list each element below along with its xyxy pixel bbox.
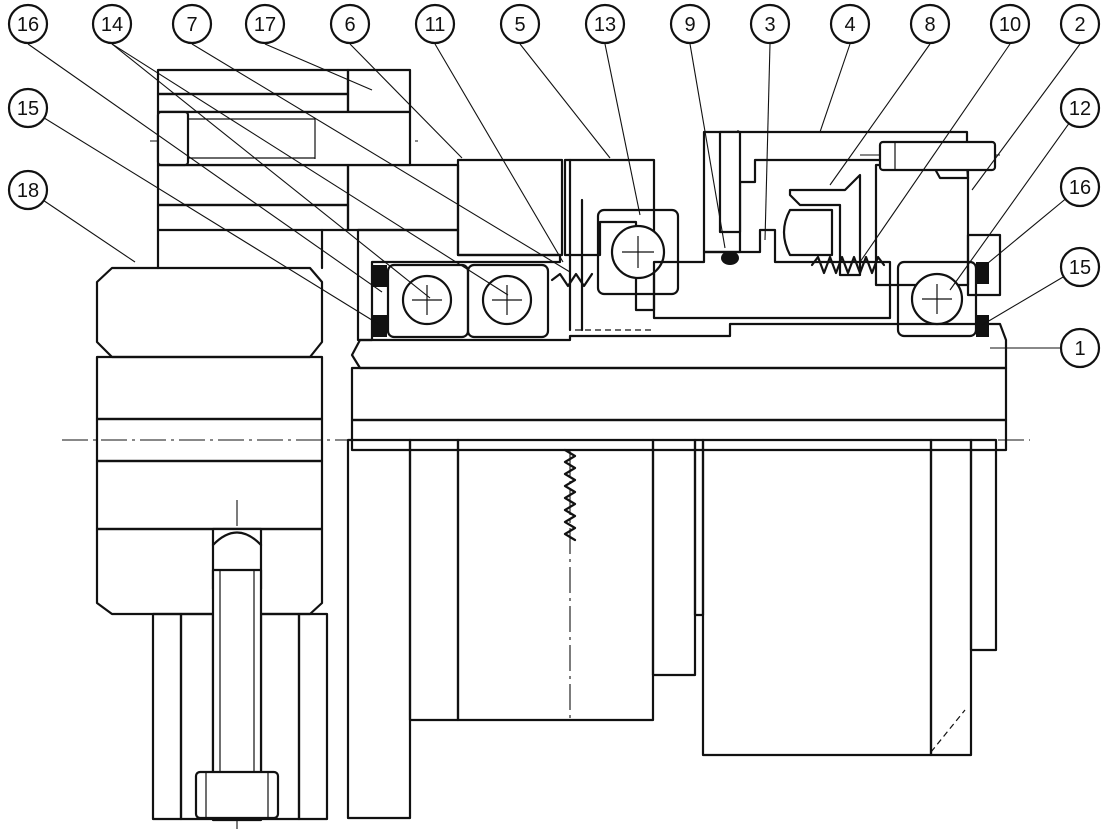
top-flange-bolt [156, 68, 460, 232]
coupling-flange-18 [95, 228, 329, 822]
shaft-1 [350, 322, 1008, 452]
svg-text:4: 4 [844, 14, 855, 36]
svg-text:13: 13 [594, 14, 616, 36]
callout-7: 7 [171, 3, 213, 45]
svg-text:1: 1 [1074, 338, 1085, 360]
svg-text:10: 10 [999, 14, 1021, 36]
svg-text:6: 6 [344, 14, 355, 36]
left-bearings [372, 263, 594, 339]
callout-2: 2 [1059, 3, 1101, 45]
callout-13: 13 [584, 3, 626, 45]
callout-4: 4 [829, 3, 871, 45]
svg-text:17: 17 [254, 14, 276, 36]
svg-text:15: 15 [1069, 257, 1091, 279]
right-bearing [896, 260, 989, 338]
callout-1: 1 [1059, 327, 1101, 369]
callout-12: 12 [1059, 87, 1101, 129]
callout-18: 18 [7, 169, 49, 211]
callout-11: 11 [414, 3, 456, 45]
callout-9: 9 [669, 3, 711, 45]
svg-text:9: 9 [684, 14, 695, 36]
callout-16-right: 16 [1059, 166, 1101, 208]
svg-text:14: 14 [101, 14, 123, 36]
svg-text:15: 15 [17, 98, 39, 120]
svg-text:18: 18 [17, 180, 39, 202]
callout-14: 14 [91, 3, 133, 45]
svg-text:11: 11 [425, 14, 446, 36]
callout-5: 5 [499, 3, 541, 45]
callout-3: 3 [749, 3, 791, 45]
callout-10: 10 [989, 3, 1031, 45]
svg-text:16: 16 [17, 14, 39, 36]
callout-bubbles: 16 14 7 17 6 11 5 13 9 3 4 8 10 2 15 12 … [7, 3, 1101, 369]
bearing-13 [596, 208, 680, 296]
svg-text:7: 7 [186, 14, 197, 36]
leader-lines [27, 43, 1081, 349]
svg-text:16: 16 [1069, 177, 1091, 199]
callout-16-top-left: 16 [7, 3, 49, 45]
callout-15-left: 15 [7, 87, 49, 129]
callout-8: 8 [909, 3, 951, 45]
callout-15-right: 15 [1059, 246, 1101, 288]
svg-text:2: 2 [1074, 14, 1085, 36]
lower-outline-view [346, 438, 998, 820]
svg-text:3: 3 [764, 14, 775, 36]
clutch-body [652, 130, 1002, 320]
callout-17: 17 [244, 3, 286, 45]
center-lines [62, 130, 1030, 829]
svg-text:5: 5 [514, 14, 525, 36]
svg-text:8: 8 [924, 14, 935, 36]
callout-6: 6 [329, 3, 371, 45]
svg-text:12: 12 [1069, 98, 1091, 120]
